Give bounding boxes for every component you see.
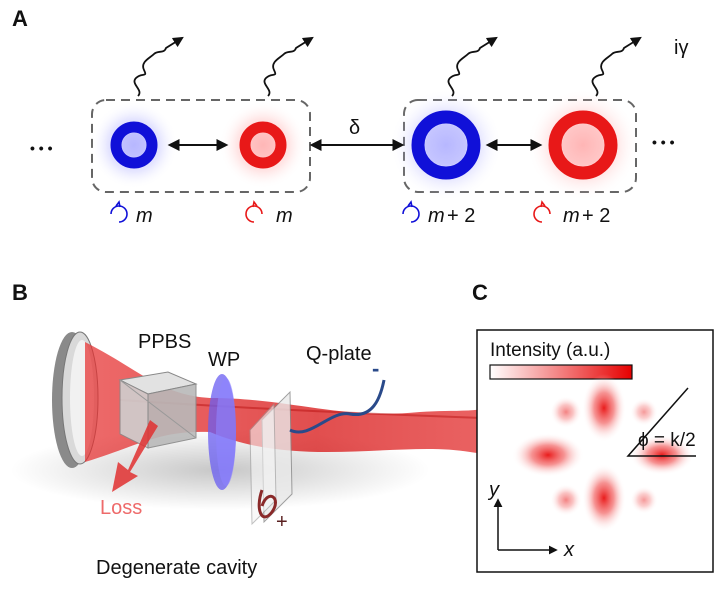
delta-label: δ bbox=[349, 117, 360, 139]
plus-label: + bbox=[276, 511, 288, 533]
mode-var-3: m bbox=[428, 205, 445, 227]
q-plate bbox=[249, 390, 293, 526]
i-gamma-label: iγ bbox=[674, 37, 688, 59]
lobe-top bbox=[582, 374, 626, 442]
laser-beam bbox=[85, 342, 548, 462]
ring-red-m bbox=[219, 101, 307, 189]
wire-minus bbox=[289, 379, 386, 434]
panel-c-letter: C bbox=[472, 280, 488, 305]
mode-label-3: m + 2 bbox=[402, 200, 475, 227]
wave-plate bbox=[208, 374, 236, 490]
q-plate-label: Q-plate bbox=[306, 343, 372, 365]
ring-blue-m bbox=[90, 101, 178, 189]
minus-label: - bbox=[372, 356, 379, 381]
cavity-caption: Degenerate cavity bbox=[96, 557, 257, 579]
panel-a-letter: A bbox=[12, 6, 28, 31]
lobe-right bbox=[630, 435, 694, 475]
mode-label-1: m bbox=[110, 200, 153, 227]
mode-var-4: m bbox=[563, 205, 580, 227]
loss-arrow bbox=[112, 420, 158, 492]
panel-b-letter: B bbox=[12, 280, 28, 305]
mode-label-2: m bbox=[245, 200, 293, 227]
lobe-diag-bl bbox=[550, 484, 582, 516]
intensity-colorbar bbox=[489, 364, 633, 380]
intensity-label: Intensity (a.u.) bbox=[490, 340, 610, 361]
mode-suffix-3: + 2 bbox=[447, 205, 475, 227]
phi-angle-lines bbox=[626, 387, 696, 457]
lobe-diag-tr bbox=[630, 398, 658, 426]
lobe-diag-br bbox=[630, 486, 658, 514]
cw-arrow-icon bbox=[110, 200, 128, 223]
mode-var-2: m bbox=[276, 205, 293, 227]
ring-red-m-plus-2 bbox=[527, 89, 639, 201]
lobe-left bbox=[512, 433, 584, 477]
lobe-diag-tl bbox=[550, 396, 582, 428]
wp-label: WP bbox=[208, 349, 240, 371]
y-axis-label: y bbox=[487, 479, 500, 501]
mode-label-4: m + 2 bbox=[533, 200, 610, 227]
ccw-arrow-icon bbox=[533, 200, 551, 223]
ppbs-label: PPBS bbox=[138, 331, 191, 353]
ccw-arrow-icon bbox=[245, 200, 263, 223]
wire-plus bbox=[257, 489, 277, 519]
ellipsis-left: • • • bbox=[30, 140, 53, 156]
ring-blue-m-plus-2 bbox=[390, 89, 502, 201]
mode-suffix-4: + 2 bbox=[582, 205, 610, 227]
cw-arrow-icon bbox=[402, 200, 420, 223]
ppbs-cube bbox=[118, 371, 198, 449]
intensity-pattern bbox=[512, 374, 694, 532]
emission-squiggles bbox=[133, 36, 642, 97]
mode-var-1: m bbox=[136, 205, 153, 227]
x-axis-label: x bbox=[563, 539, 575, 561]
loss-label: Loss bbox=[100, 497, 142, 519]
ellipsis-right: • • • bbox=[652, 134, 675, 150]
phi-label: ϕ = k/2 bbox=[638, 430, 696, 451]
lobe-bottom bbox=[582, 464, 626, 532]
